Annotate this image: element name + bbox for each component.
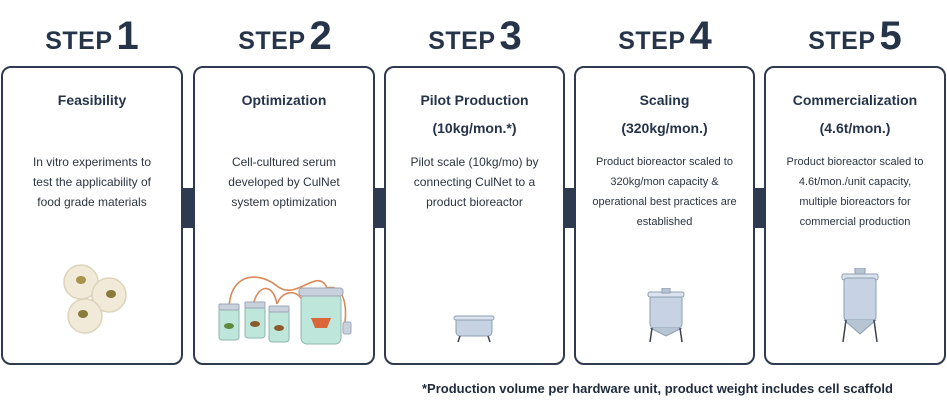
step-title: Pilot Production (420, 92, 529, 108)
step-volume: (4.6t/mon.) (819, 120, 891, 136)
cells-illustration (63, 264, 127, 334)
step-number: 2 (309, 14, 332, 58)
desc-line: system optimization (231, 195, 337, 209)
medium-bioreactor-illustration (647, 288, 685, 343)
step-volume: (320kg/mon.) (621, 120, 708, 136)
step-description: In vitro experiments to test the applica… (13, 152, 171, 212)
step-3-card: Pilot Production (10kg/mon.*) Pilot scal… (384, 66, 565, 365)
step-title: Scaling (639, 92, 690, 108)
desc-line: connecting CulNet to a (413, 175, 536, 189)
step-title: Commercialization (792, 92, 918, 108)
step-number: 1 (116, 14, 139, 58)
desc-line: developed by CulNet (228, 175, 340, 189)
desc-line: Product bioreactor scaled to (786, 156, 924, 168)
desc-line: multiple bioreactors for (799, 196, 911, 208)
pilot-bioreactor-illustration (453, 315, 495, 343)
step-4-card: Scaling (320kg/mon.) Product bioreactor … (574, 66, 755, 365)
step-title: Feasibility (57, 92, 127, 108)
step-description: Cell-cultured serum developed by CulNet … (205, 152, 363, 212)
step-2-card: Optimization Cell-cultured serum develop… (193, 66, 375, 365)
desc-line: operational best practices are (592, 196, 737, 208)
step-1-card: Feasibility In vitro experiments to test… (1, 66, 183, 365)
desc-line: 4.6t/mon./unit capacity, (798, 176, 912, 188)
step-number: 4 (689, 14, 712, 58)
desc-line: test the applicability of (32, 175, 152, 189)
large-bioreactor-illustration (841, 268, 879, 343)
culnet-system-illustration (218, 276, 352, 345)
desc-line: Product bioreactor scaled to (596, 156, 733, 168)
connector-1-2 (182, 188, 194, 228)
connector-3-4 (563, 188, 575, 228)
desc-line: commercial production (799, 216, 911, 228)
footnote: *Production volume per hardware unit, pr… (422, 381, 893, 396)
step-description: Pilot scale (10kg/mo) by connecting CulN… (396, 152, 553, 212)
desc-line: In vitro experiments to (32, 155, 152, 169)
step-word: STEP (238, 27, 306, 55)
desc-line: product bioreactor (426, 195, 523, 209)
step-number: 5 (879, 14, 902, 58)
step-description: Product bioreactor scaled to 320kg/mon c… (586, 152, 743, 232)
desc-line: food grade materials (37, 195, 147, 209)
connector-2-3 (373, 188, 385, 228)
desc-line: Cell-cultured serum (231, 155, 337, 169)
step-description: Product bioreactor scaled to 4.6t/mon./u… (776, 152, 934, 232)
step-5-card: Commercialization (4.6t/mon.) Product bi… (764, 66, 946, 365)
step-word: STEP (45, 27, 113, 55)
step-word: STEP (808, 27, 876, 55)
step-word: STEP (428, 27, 496, 55)
desc-line: established (636, 216, 693, 228)
step-number: 3 (499, 14, 522, 58)
step-word: STEP (618, 27, 686, 55)
desc-line: 320kg/mon capacity & (610, 176, 719, 188)
connector-4-5 (753, 188, 765, 228)
desc-line: Pilot scale (10kg/mo) by (410, 155, 539, 169)
step-volume: (10kg/mon.*) (432, 120, 517, 136)
step-title: Optimization (241, 92, 327, 108)
